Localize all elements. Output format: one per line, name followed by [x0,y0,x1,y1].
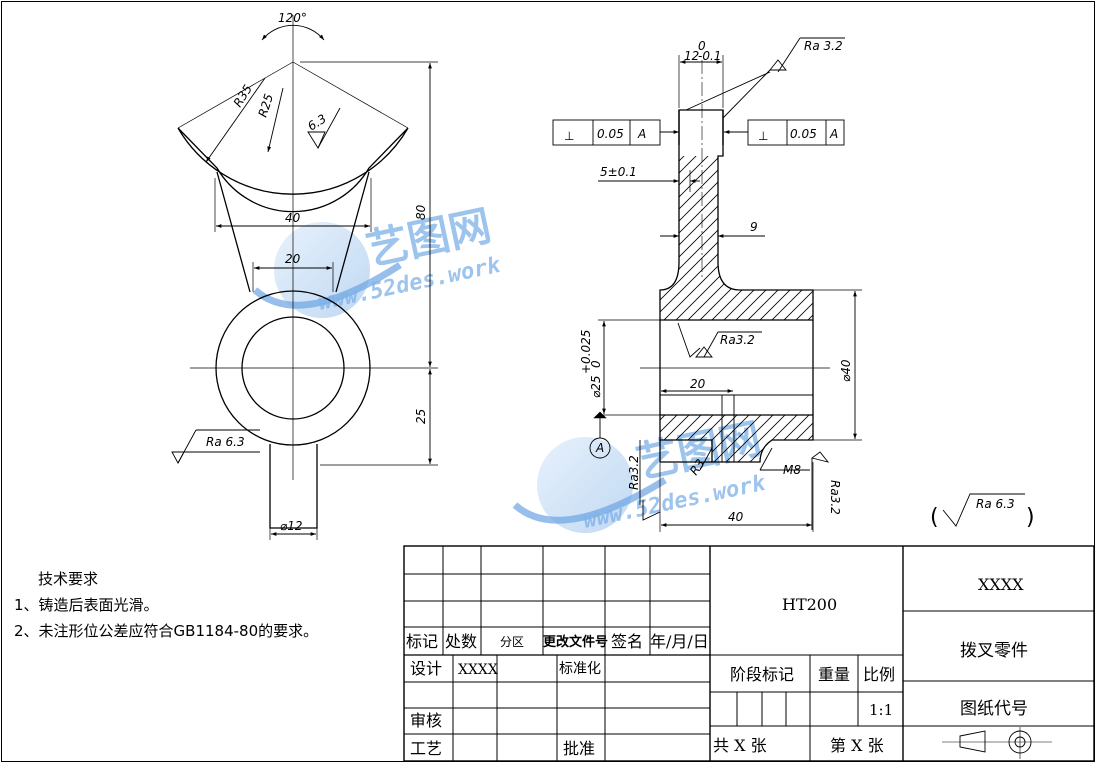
width-40-label: 40 [285,211,301,225]
tech-req-title: 技术要求 [38,570,99,588]
title-block [403,545,1095,762]
bore-tol-upper: +0.025 [579,330,593,374]
fcf-left-datum: A [637,127,646,141]
rev-header-doc: 更改文件号 [543,634,608,650]
rev-header-date: 年/月/日 [650,632,709,651]
thread-m8-label: M8 [783,463,801,477]
web-label: 9 [750,220,758,234]
bore-tol-lower: 0 [589,360,603,368]
company-label: XXXX [978,575,1024,594]
scale-value: 1:1 [869,701,893,719]
hub-dia-label: ⌀40 [839,359,853,382]
rev-header-sign: 签名 [611,632,643,651]
watermark-globe-icon [512,437,667,533]
scale-label: 比例 [863,665,895,684]
thickness-tol-lower: -0.1 [698,49,721,63]
part-name-label: 拨叉零件 [960,641,1028,661]
diameter-12-label: ⌀12 [280,519,303,533]
tech-req-item-1: 1、铸造后表面光滑。 [14,596,159,614]
designer-value: XXXX [458,662,498,678]
tech-req-item-2: 2、未注形位公差应符合GB1184-80的要求。 [14,622,319,640]
rev-header-zone: 分区 [500,635,524,649]
design-label: 设计 [410,659,442,678]
datum-a-label: A [595,441,604,455]
bore-roughness-label: Ra3.2 [720,333,755,347]
fcf-right-value: 0.05 [790,127,817,141]
check-label: 审核 [410,711,442,730]
right-bottom-roughness-label: Ra3.2 [828,480,842,515]
fcf-left-value: 0.05 [597,127,624,141]
right-view [552,37,1025,532]
left-view [171,15,438,540]
watermark-globe-icon [252,222,402,318]
process-label: 工艺 [410,739,442,758]
fcf-left-symbol: ⊥ [564,129,574,143]
stage-label: 阶段标记 [730,665,794,684]
drawing-number-label: 图纸代号 [960,699,1028,719]
length-40-label: 40 [728,510,744,524]
top-roughness-label: Ra 3.2 [804,39,843,53]
rev-header-count: 处数 [445,632,477,651]
height-25-label: 25 [414,409,428,424]
radius-r25-label: R25 [256,92,277,119]
rev-header-mark: 标记 [406,632,438,651]
thickness-label: 12 [684,49,699,63]
fcf-right-datum: A [829,127,838,141]
standardize-label: 标准化 [559,661,601,677]
angle-label: 120° [278,11,307,25]
global-roughness-open: ( [930,505,939,530]
global-roughness-close: ) [1026,505,1035,530]
global-roughness-label: Ra 6.3 [976,497,1015,511]
fcf-right-symbol: ⊥ [758,129,768,143]
bore-dia-label: ⌀25 [589,376,603,399]
weight-label: 重量 [818,665,850,684]
width-20-label: 20 [285,252,301,266]
sheet-number: 第 X 张 [830,736,884,755]
approve-label: 批准 [563,739,595,758]
material-label: HT200 [782,595,837,614]
left-roughness-label: Ra 6.3 [206,435,245,449]
left-bottom-roughness-label: Ra3.2 [627,455,641,490]
thickness-tol-upper: 0 [698,39,706,53]
sheets-total: 共 X 张 [713,736,767,755]
offset-label: 5±0.1 [600,165,637,179]
sector-roughness-label: 6.3 [305,112,329,134]
depth-20-label: 20 [690,377,706,391]
height-80-label: 80 [414,204,428,220]
